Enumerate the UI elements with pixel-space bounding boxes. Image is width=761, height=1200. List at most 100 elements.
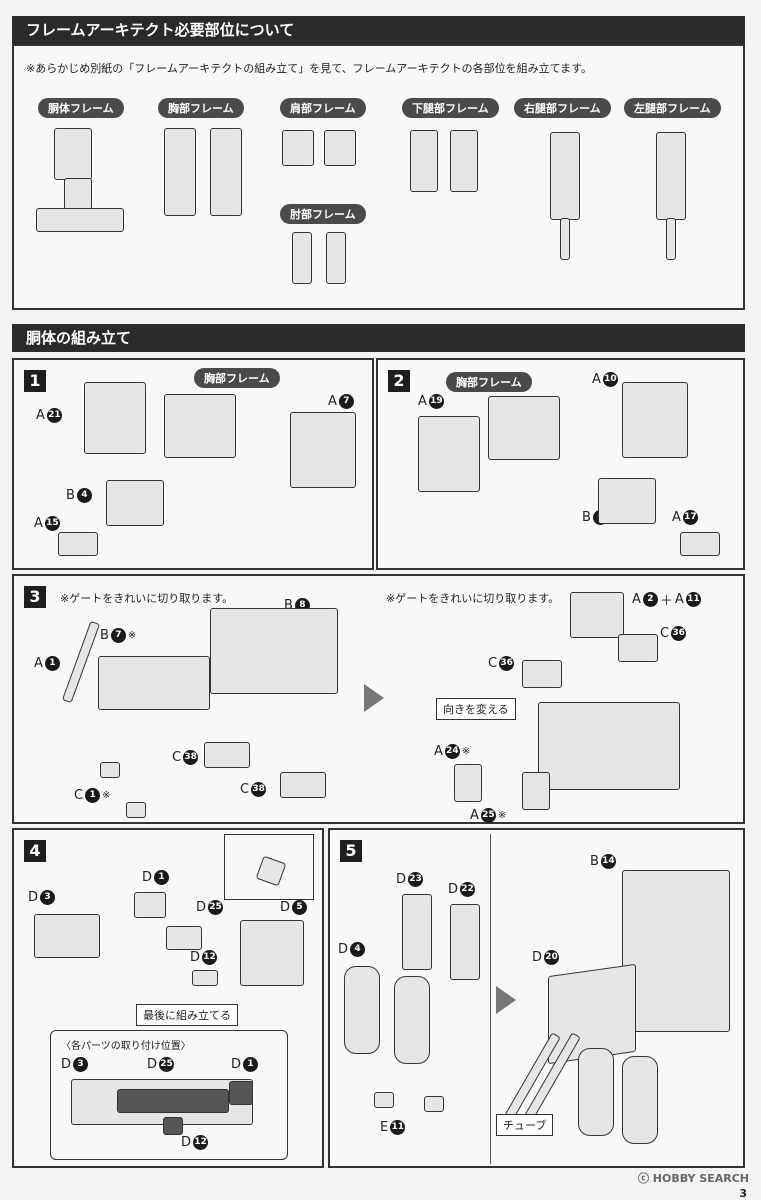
part-a2-a11 — [570, 592, 624, 638]
step-3-number: 3 — [24, 586, 46, 608]
lower-leg-frame-right — [450, 130, 478, 192]
left-thigh-peg — [666, 218, 676, 260]
part-d22 — [450, 904, 480, 980]
step-3-gate-note-right: ※ゲートをきれいに切り取ります。 — [386, 592, 560, 605]
part-a25 — [522, 772, 550, 810]
label-lower-leg-frame: 下腿部フレーム — [402, 98, 499, 118]
part-e11-left — [374, 1092, 394, 1108]
assemble-last-label: 最後に組み立てる — [136, 1004, 238, 1026]
frame-section-title: フレームアーキテクト必要部位について — [12, 16, 745, 44]
part-c36b — [618, 634, 658, 662]
label-right-thigh-frame: 右腿部フレーム — [514, 98, 611, 118]
d1-detail-inset — [224, 834, 314, 900]
inset-d12-highlight — [163, 1117, 183, 1135]
label-torso-frame: 胴体フレーム — [38, 98, 124, 118]
attachment-position-title: 〈各パーツの取り付け位置〉 — [61, 1041, 191, 1052]
frame-section-box: ※あらかじめ別紙の「フレームアーキテクトの組み立て」を見て、フレームアーキテクト… — [12, 44, 745, 310]
d1-detail-part — [255, 855, 287, 887]
body-section-title: 胴体の組み立て — [12, 324, 745, 352]
step-2-number: 2 — [388, 370, 410, 392]
part-a15 — [58, 532, 98, 556]
part-b4 — [106, 480, 164, 526]
label-shoulder-frame: 肩部フレーム — [280, 98, 366, 118]
step-2-frame-label: 胸部フレーム — [446, 372, 532, 392]
part-c1-a — [100, 762, 120, 778]
part-d12 — [192, 970, 218, 986]
label-left-thigh-frame: 左腿部フレーム — [624, 98, 721, 118]
shoulder-frame-right — [324, 130, 356, 166]
step-4-number: 4 — [24, 840, 46, 862]
inset-d25-highlight — [117, 1089, 229, 1113]
shoulder-frame-left — [282, 130, 314, 166]
torso-frame-base — [36, 208, 124, 232]
chest-frame-left — [164, 128, 196, 216]
part-b7 — [98, 656, 210, 710]
part-a24 — [454, 764, 482, 802]
part-a1-rod — [61, 620, 101, 704]
elbow-frame-left — [292, 232, 312, 284]
step-5-divider — [490, 834, 491, 1164]
step-5-next-arrow — [496, 986, 516, 1014]
elbow-frame-right — [326, 232, 346, 284]
part-d4-right — [394, 976, 430, 1064]
tube-label: チューブ — [496, 1114, 554, 1136]
assembled-torso-block — [538, 702, 680, 790]
d4-assembly-right — [622, 1056, 658, 1144]
label-chest-frame: 胸部フレーム — [158, 98, 244, 118]
chest-frame-part-2 — [488, 396, 560, 460]
left-thigh-frame — [656, 132, 686, 220]
right-thigh-frame — [550, 132, 580, 220]
part-b14 — [622, 870, 730, 1032]
part-a21 — [84, 382, 146, 454]
hobby-search-logo: ⓒ HOBBY SEARCH — [637, 1172, 749, 1185]
right-thigh-peg — [560, 218, 570, 260]
page-number: 3 — [739, 1187, 747, 1200]
part-a19 — [418, 416, 480, 492]
part-c38a — [204, 742, 250, 768]
chest-frame-right — [210, 128, 242, 216]
part-d25 — [166, 926, 202, 950]
step-1-frame-label: 胸部フレーム — [194, 368, 280, 388]
step-5-number: 5 — [340, 840, 362, 862]
part-d1 — [134, 892, 166, 918]
part-a10 — [622, 382, 688, 458]
part-a17 — [680, 532, 720, 556]
part-d4-left — [344, 966, 380, 1054]
part-d3 — [34, 914, 100, 958]
step-1-number: 1 — [24, 370, 46, 392]
part-c1-b — [126, 802, 146, 818]
frame-note: ※あらかじめ別紙の「フレームアーキテクトの組み立て」を見て、フレームアーキテクト… — [26, 62, 593, 75]
part-c36a — [522, 660, 562, 688]
